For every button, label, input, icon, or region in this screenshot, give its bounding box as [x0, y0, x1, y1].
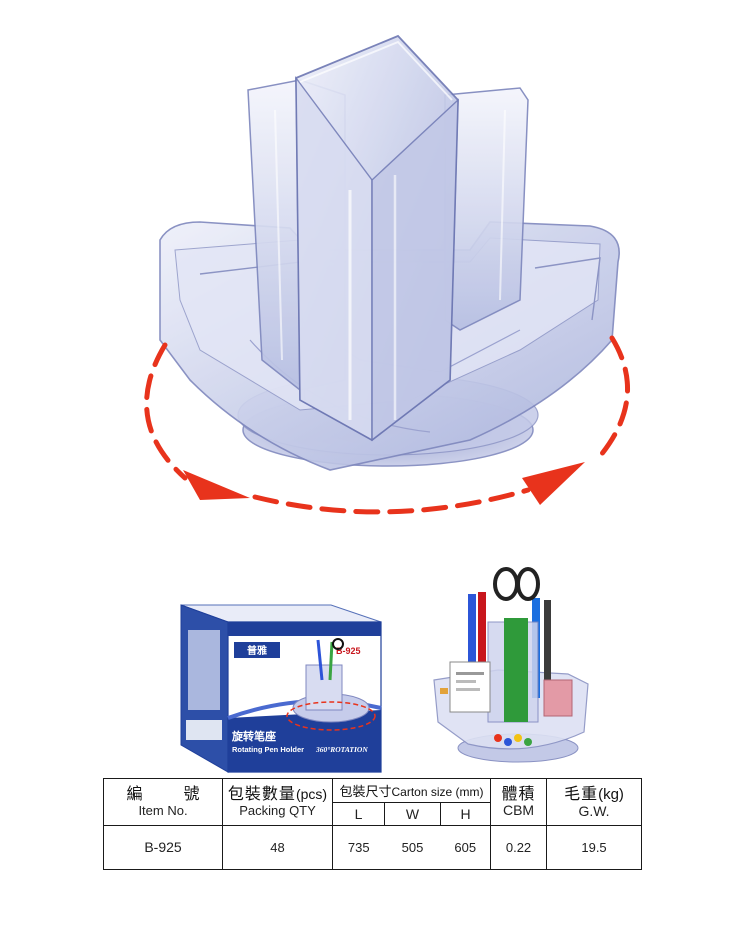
volume-value: 0.22	[490, 824, 548, 870]
carton-size-cn: 包裝尺寸	[339, 784, 392, 800]
spec-table: 編 號 Item No. 包裝數量(pcs) Packing QTY 包裝尺寸C…	[103, 777, 643, 870]
packing-qty-unit: (pcs)	[295, 786, 328, 803]
carton-l-value: 735	[332, 824, 385, 870]
box-rotation: 360°ROTATION	[315, 745, 368, 754]
item-no-value: B-925	[103, 824, 223, 870]
packaging-box-image: 普雅 B-925 旋转笔座 Rotating Pen Holder 360°RO…	[180, 604, 382, 773]
carton-size-en: Carton size	[391, 784, 453, 799]
carton-size-unit: (mm)	[455, 784, 484, 799]
box-name-cn: 旋转笔座	[231, 729, 276, 743]
carton-h-value: 605	[440, 824, 492, 870]
packing-qty-en: Packing QTY	[239, 803, 316, 819]
carton-w-label: W	[384, 802, 441, 826]
pen-holder-body	[159, 34, 620, 471]
product-main-image	[144, 34, 630, 515]
box-name-en: Rotating Pen Holder	[232, 745, 304, 754]
volume-header: 體積 CBM	[490, 778, 548, 826]
volume-cn: 體積	[501, 784, 536, 804]
packing-qty-cn: 包裝數量	[227, 784, 296, 804]
item-no-en: Item No.	[138, 803, 188, 819]
carton-h-label: H	[439, 802, 492, 826]
carton-l-label: L	[332, 802, 385, 826]
box-model: B-925	[336, 646, 361, 656]
carton-size-header: 包裝尺寸Carton size (mm)	[331, 777, 492, 804]
box-brand: 普雅	[247, 644, 267, 657]
rotation-arrow-icon	[144, 335, 630, 515]
filled-pen-holder-image	[433, 567, 589, 763]
item-no-header: 編 號 Item No.	[103, 778, 223, 826]
item-no-cn: 編 號	[126, 784, 218, 804]
gross-weight-value: 19.5	[546, 824, 643, 870]
packing-qty-header: 包裝數量(pcs) Packing QTY	[222, 778, 333, 826]
gross-weight-cn: 毛重	[564, 783, 599, 803]
volume-en: CBM	[502, 802, 535, 819]
packing-qty-value: 48	[222, 824, 333, 870]
gross-weight-header: 毛重(kg) G.W.	[546, 778, 643, 826]
gross-weight-en: G.W.	[578, 802, 610, 819]
carton-w-value: 505	[384, 824, 441, 870]
gross-weight-unit: (kg)	[598, 785, 624, 803]
